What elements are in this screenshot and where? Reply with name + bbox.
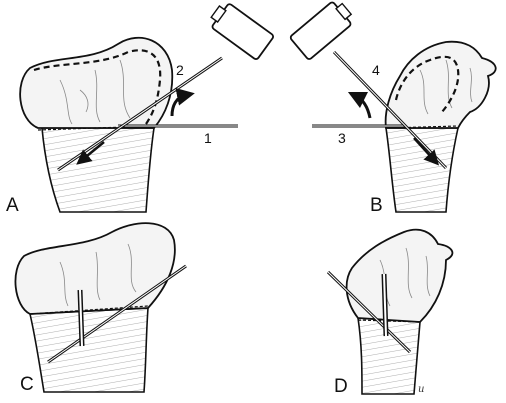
panel-label-c: C [20,374,34,395]
wire-number-1: 1 [204,130,212,146]
drill-b [290,0,357,60]
bone-head-d [347,230,453,322]
bone-head-b [386,42,496,128]
panel-a: A 1 2 [6,0,274,216]
panel-b: B 3 4 [290,0,496,216]
bone-shaft-b [386,128,458,212]
wire-number-3: 3 [338,130,346,146]
rotation-arrow-b [356,96,370,118]
wire-number-2: 2 [176,62,184,78]
panel-d: D u [328,230,452,397]
wire-number-4: 4 [372,62,380,78]
panel-c: C [15,223,186,395]
rotation-arrow-a [172,95,186,116]
panel-label-b: B [370,195,383,216]
bone-shaft-d [358,318,420,394]
bone-head-c [15,223,174,314]
artist-signature: u [418,384,424,395]
drill-a [206,0,274,60]
panel-label-d: D [334,376,348,397]
panel-label-a: A [6,195,19,216]
bone-shaft-c [30,308,148,392]
